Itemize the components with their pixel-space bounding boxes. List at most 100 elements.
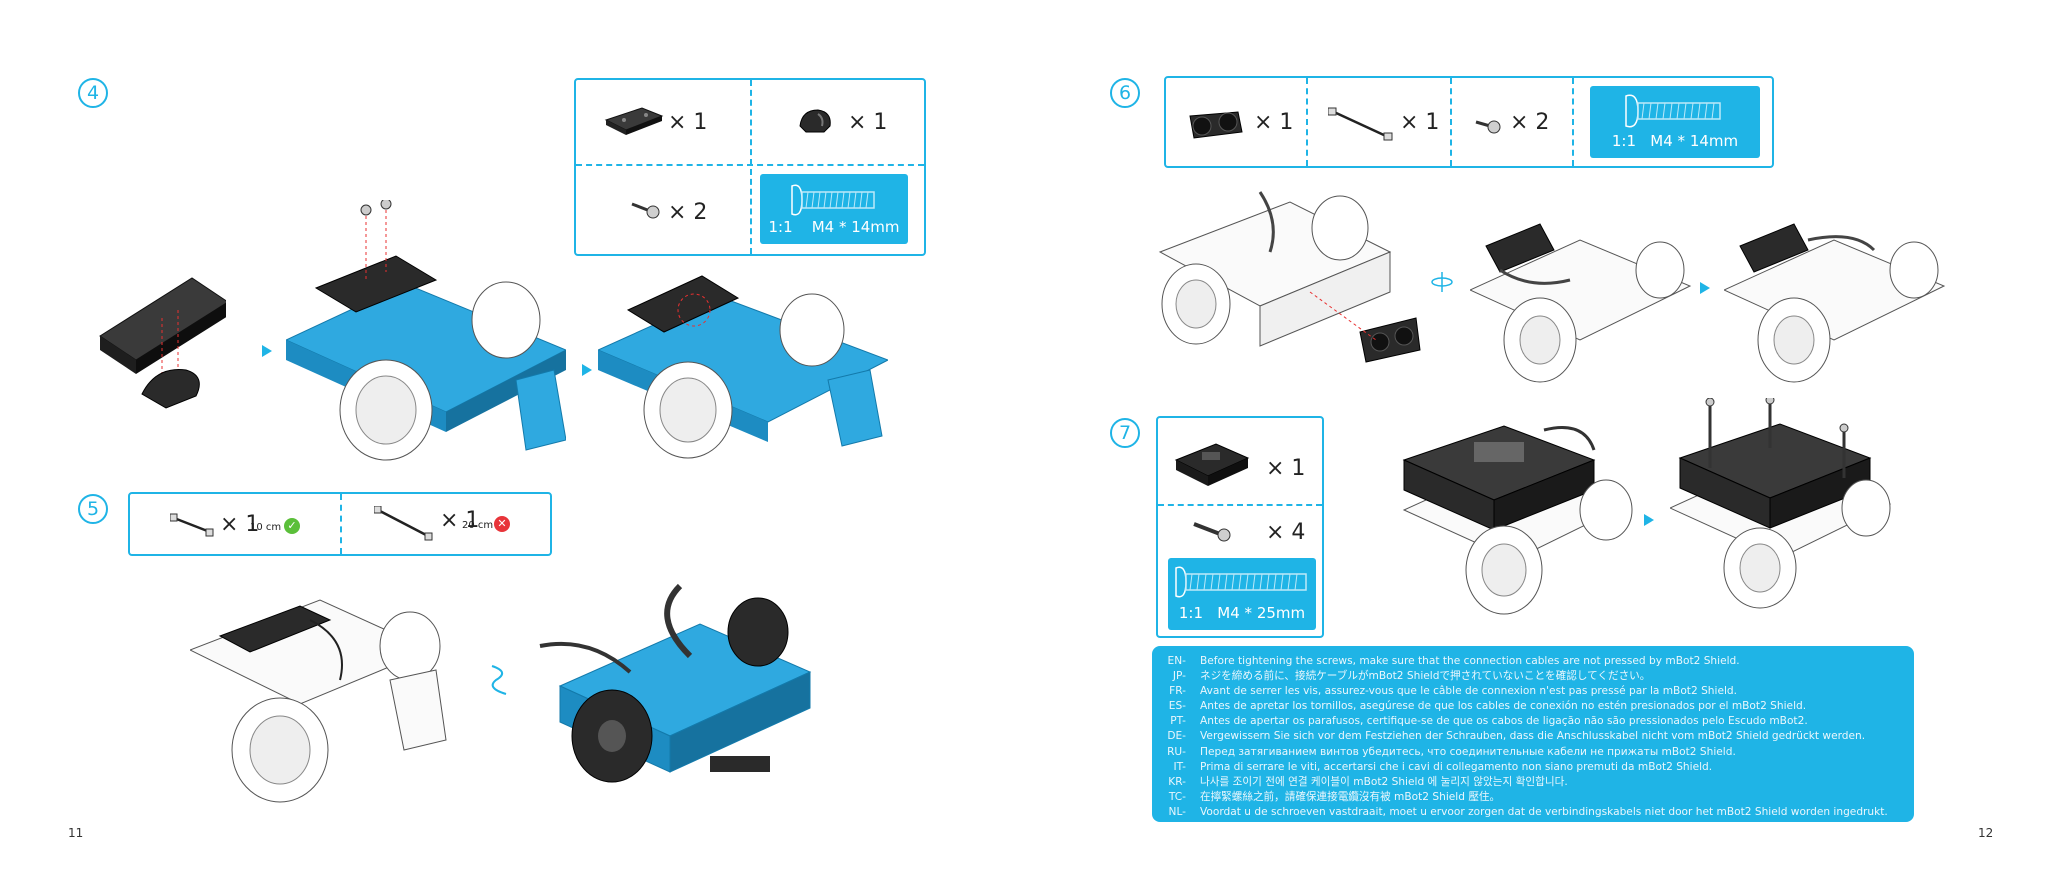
divider [1572, 78, 1574, 166]
screw-size-card: 1:1 M4 * 14mm [760, 174, 908, 244]
page-number-left: 11 [68, 826, 84, 840]
scale-text: 1:1 [1178, 604, 1203, 622]
note-row: EN- Before tightening the screws, make su… [1152, 654, 1888, 669]
scale-text: 1:1 [1611, 132, 1636, 150]
screw-part-icon [1475, 120, 1501, 134]
short-cable-length: 10 cm [250, 522, 282, 533]
screw-size-label: 1:1 M4 * 25mm [1168, 604, 1316, 622]
note-text: Voordat u de schroeven vastdraait, moet … [1200, 805, 1888, 818]
cable-qty: × 1 [1400, 110, 1440, 135]
note-list: EN- Before tightening the screws, make su… [1152, 654, 1888, 820]
clip-part-icon [799, 109, 831, 133]
ultrasonic-sensor-icon [1189, 111, 1243, 139]
long-cable-qty: × 1 [440, 508, 480, 533]
screw-qty: × 4 [1266, 520, 1306, 545]
note-text: Before tightening the screws, make sure … [1200, 655, 1740, 667]
note-row: JP- ネジを締める前に、接続ケーブルがmBot2 Shieldで押されていないこ… [1152, 669, 1888, 684]
arrow-icon [262, 345, 272, 357]
lang-code: IT- [1173, 760, 1186, 773]
short-cable-qty: × 1 [220, 512, 260, 537]
sensor-rear-illustration [1470, 223, 1692, 383]
screw-size-label: 1:1 M4 * 14mm [760, 218, 908, 236]
step-7-number-text: 7 [1118, 422, 1132, 444]
note-text: Avant de serrer les vis, assurez-vous qu… [1200, 685, 1738, 698]
sensor-cable-icon [1328, 107, 1393, 141]
chassis-underside-illustration [539, 583, 812, 783]
sensor-done-illustration [1724, 223, 1946, 383]
step-4-number: 4 [78, 78, 108, 108]
cable-detail-icon [491, 665, 507, 695]
spec-text: M4 * 25mm [1217, 604, 1306, 622]
shield-qty: × 1 [1266, 456, 1306, 481]
lang-code: FR- [1169, 685, 1186, 698]
note-row: ES- Antes de apretar los tornillos, asegú… [1152, 699, 1888, 714]
screw-size-card: 1:1 M4 * 14mm [1590, 86, 1760, 158]
divider [750, 80, 752, 254]
lang-code: EN- [1167, 655, 1186, 667]
note-row: DE-Vergewissern Sie sich vor dem Festzie… [1152, 729, 1888, 744]
caution-note: EN- Before tightening the screws, make su… [1152, 646, 1914, 822]
arrow-icon [1700, 282, 1710, 294]
lang-code: JP- [1172, 670, 1186, 683]
rotate-icon [1431, 272, 1453, 292]
long-cable-icon [374, 506, 433, 541]
bracket-qty: × 1 [668, 110, 708, 135]
note-text: 在擰緊螺絲之前，請確保連接電纜沒有被 mBot2 Shield 壓住。 [1200, 790, 1501, 803]
divider [340, 494, 342, 554]
note-text: Antes de apertar os parafusos, certifiqu… [1200, 715, 1808, 728]
mbot2-shield-icon [1174, 443, 1250, 486]
short-cable-icon [170, 513, 214, 537]
screw-silhouette-icon [1625, 94, 1721, 128]
divider [1450, 78, 1452, 166]
shield-screwed-illustration [1670, 398, 1892, 609]
screw-qty: × 2 [1510, 110, 1550, 135]
spec-text: M4 * 14mm [811, 218, 900, 236]
lang-code: DE- [1167, 730, 1186, 743]
note-row: NL- Voordat u de schroeven vastdraait, mo… [1152, 805, 1888, 820]
sensor-mount-illustration [1158, 191, 1421, 363]
note-row: PT- Antes de apertar os parafusos, certif… [1152, 714, 1888, 729]
lang-code: PT- [1170, 715, 1186, 728]
bracket-part-icon [604, 107, 664, 135]
cross-icon: ✕ [494, 516, 510, 532]
lang-code: ES- [1168, 700, 1186, 713]
step-6-number-text: 6 [1118, 82, 1132, 104]
screw-size-card: 1:1 M4 * 25mm [1168, 558, 1316, 630]
step-5-number-text: 5 [86, 498, 100, 520]
divider [1306, 78, 1308, 166]
screw-silhouette-icon [791, 184, 875, 216]
sensor-qty: × 1 [1254, 110, 1294, 135]
screw-qty: × 2 [668, 200, 708, 225]
note-text: Перед затягиванием винтов убедитесь, что… [1200, 745, 1736, 758]
bracket-assembly-illustration [99, 277, 226, 409]
step-6-number: 6 [1110, 78, 1140, 108]
step-4-parts-box: × 1 × 1 × 2 1:1 M4 * 14mm [574, 78, 926, 256]
note-row: TC- 在擰緊螺絲之前，請確保連接電纜沒有被 mBot2 Shield 壓住。 [1152, 790, 1888, 805]
check-icon: ✓ [284, 518, 300, 534]
step-5-number: 5 [78, 494, 108, 524]
screw-part-icon [631, 202, 660, 219]
cable-routing-illustration [190, 599, 447, 803]
spec-text: M4 * 14mm [1650, 132, 1739, 150]
step-7-number: 7 [1110, 418, 1140, 448]
note-row: IT-Prima di serrare le viti, accertarsi … [1152, 760, 1888, 775]
step-5-parts-box: × 1 10 cm ✓ × 1 20 cm ✕ [128, 492, 552, 556]
lang-code: KR- [1168, 775, 1186, 788]
page-number-right: 12 [1978, 826, 1994, 840]
long-screw-icon [1193, 522, 1231, 542]
note-text: ネジを締める前に、接続ケーブルがmBot2 Shieldで押されていないことを確… [1200, 670, 1651, 683]
shield-placement-illustration [1402, 425, 1633, 615]
step-4-number-text: 4 [86, 82, 100, 104]
note-row: KR- 나사를 조이기 전에 연결 케이블이 mBot2 Shield 에 눌리지… [1152, 775, 1888, 790]
note-text: Antes de apretar los tornillos, asegúres… [1200, 700, 1807, 713]
lang-code: RU- [1167, 745, 1186, 758]
long-cable-length: 20 cm [462, 520, 494, 531]
step-7-parts-box: × 1 × 4 1:1 M4 * 25mm [1156, 416, 1324, 638]
note-row: RU- Перед затягиванием винтов убедитесь, … [1152, 745, 1888, 760]
lang-code: NL- [1168, 805, 1186, 818]
scale-text: 1:1 [768, 218, 793, 236]
note-text: 나사를 조이기 전에 연결 케이블이 mBot2 Shield 에 눌리지 않았… [1200, 775, 1568, 788]
screw-size-label: 1:1 M4 * 14mm [1590, 132, 1760, 150]
clip-qty: × 1 [848, 110, 888, 135]
lang-code: TC- [1168, 790, 1186, 803]
